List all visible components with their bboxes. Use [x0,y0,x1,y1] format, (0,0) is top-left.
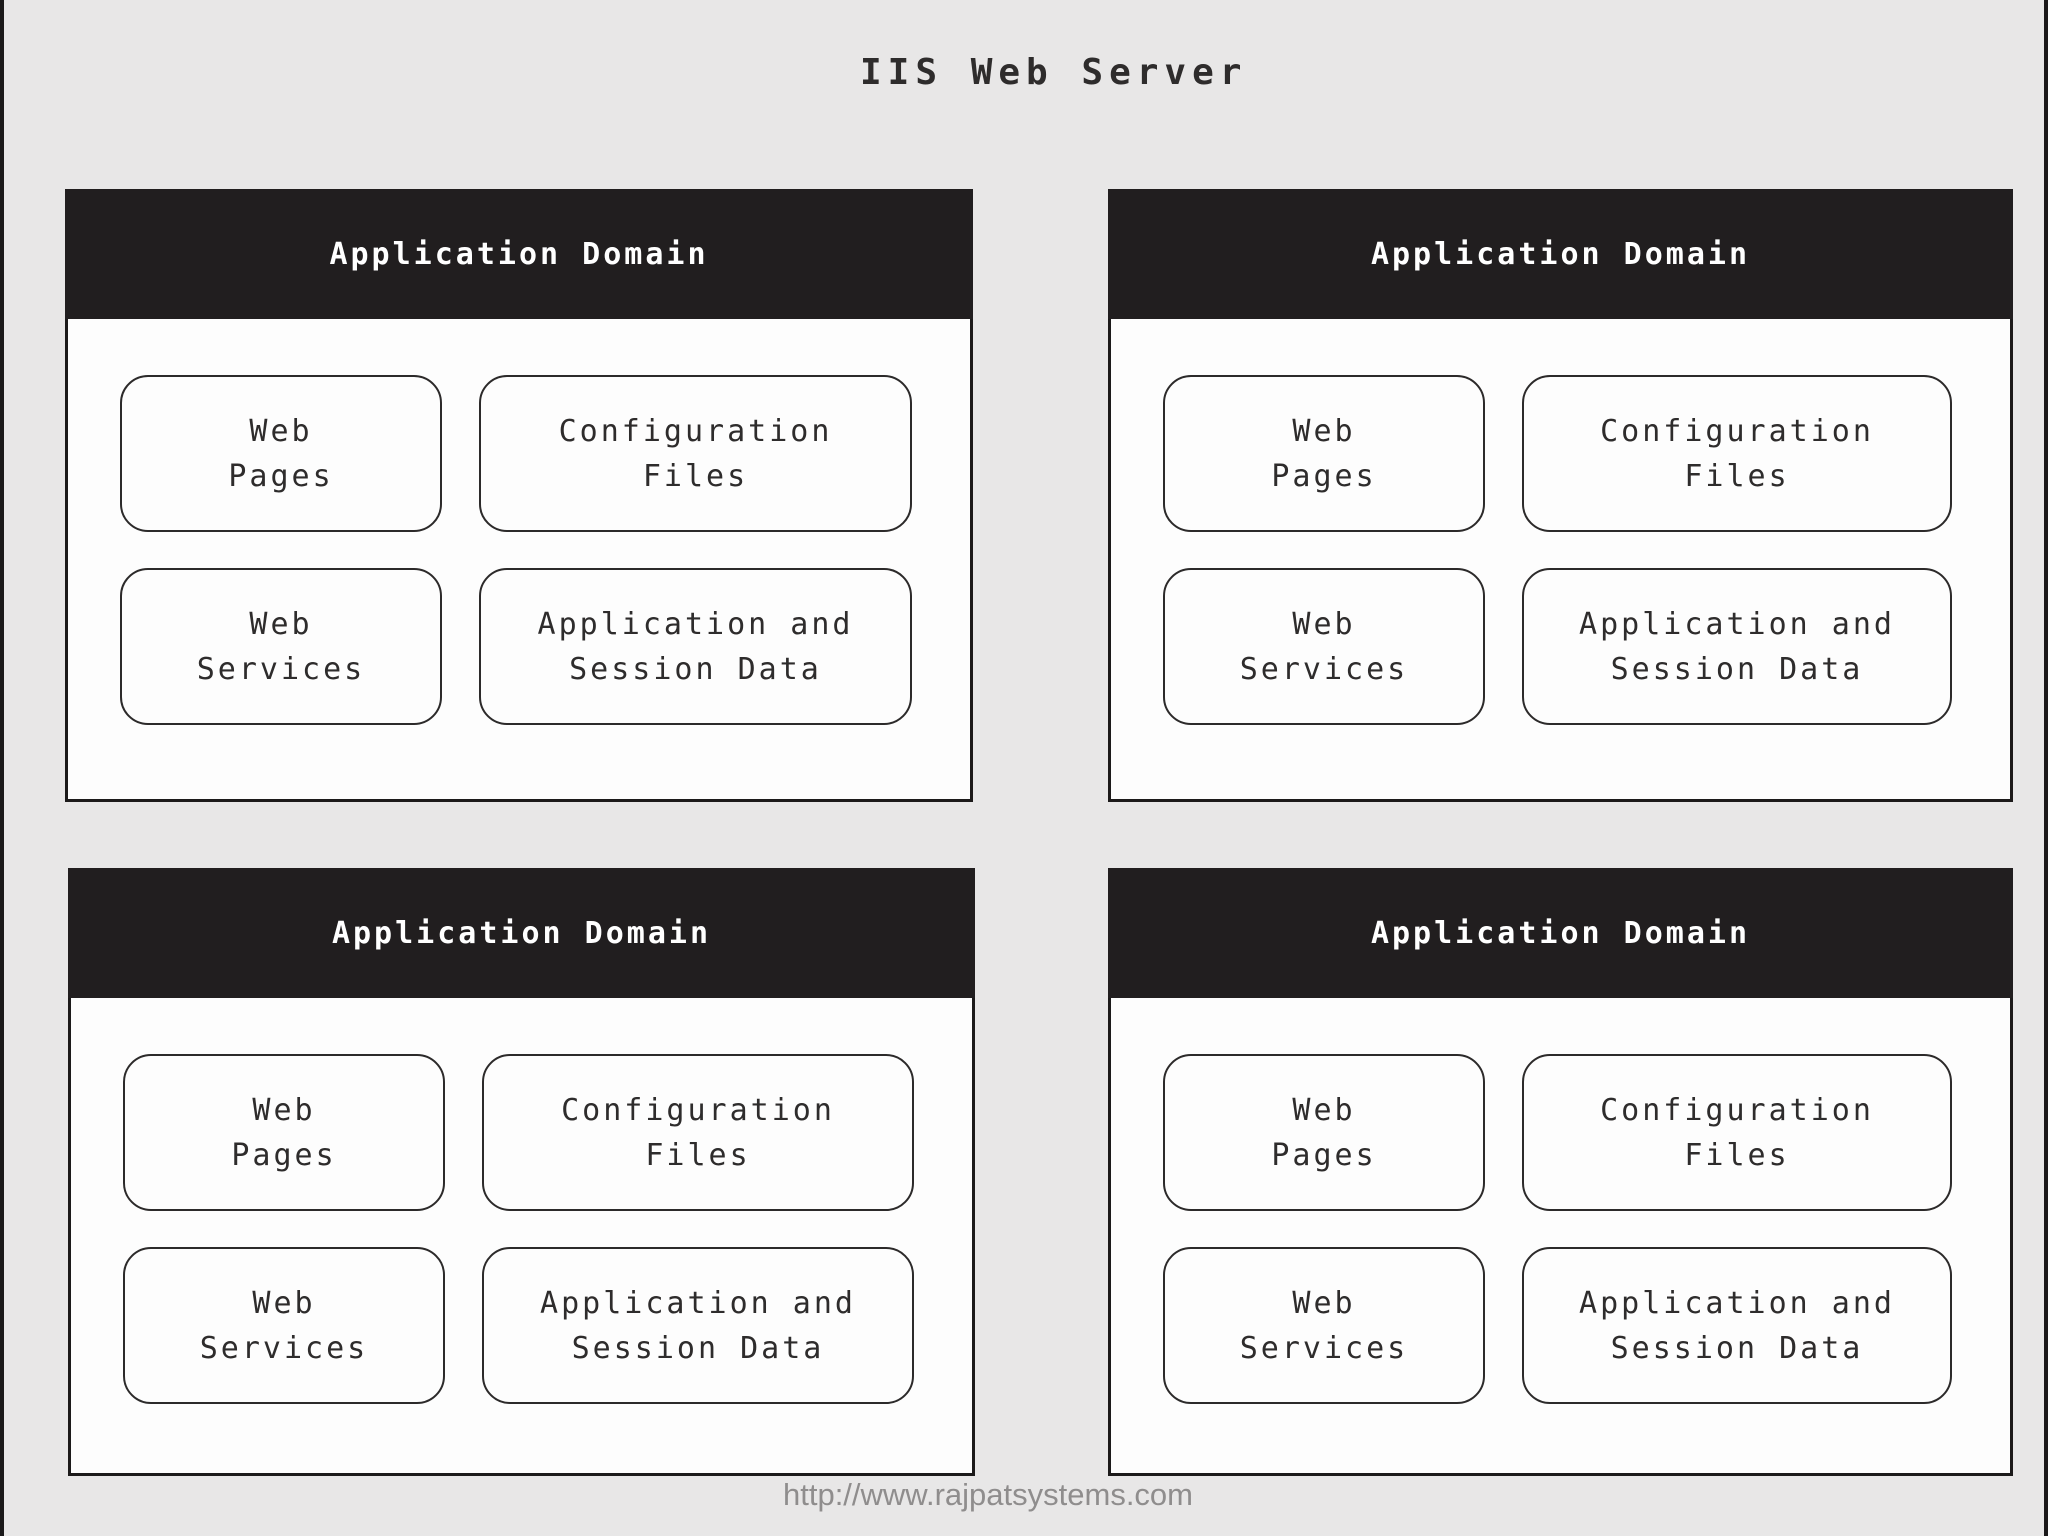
application-domain-2: Application Domain Web Pages Configurati… [1108,189,2013,802]
component-box-label: Web Pages [231,1092,337,1173]
application-domain-label: Application Domain [331,915,712,951]
component-box-label: Application and Session Data [1579,1285,1895,1366]
component-box-configuration-files: Configuration Files [479,375,912,532]
application-domain-3-header: Application Domain [68,868,975,998]
component-box-label: Configuration Files [1600,1092,1874,1173]
component-box-web-services: Web Services [120,568,442,725]
application-domain-3: Application Domain Web Pages Configurati… [68,868,975,1476]
component-box-label: Web Pages [1271,413,1377,494]
component-box-label: Web Services [196,606,366,687]
component-box-label: Web Services [1239,1285,1409,1366]
component-box-application-session-data: Application and Session Data [1522,568,1952,725]
component-box-web-pages: Web Pages [123,1054,445,1211]
application-domain-label: Application Domain [1370,915,1751,951]
component-box-application-session-data: Application and Session Data [482,1247,914,1404]
application-domain-4: Application Domain Web Pages Configurati… [1108,868,2013,1476]
application-domain-label: Application Domain [329,236,709,272]
component-box-web-services: Web Services [1163,568,1485,725]
application-domain-1-header: Application Domain [65,189,973,319]
application-domain-1-body: Web Pages Configuration Files Web Servic… [68,319,970,799]
application-domain-label: Application Domain [1370,236,1751,272]
component-box-web-pages: Web Pages [1163,375,1485,532]
component-box-label: Application and Session Data [540,1285,856,1366]
application-domain-4-header: Application Domain [1108,868,2013,998]
component-box-label: Application and Session Data [1579,606,1895,687]
component-box-label: Web Services [199,1285,369,1366]
component-box-label: Application and Session Data [537,606,854,687]
component-box-label: Configuration Files [1600,413,1874,494]
component-box-configuration-files: Configuration Files [1522,375,1952,532]
component-box-label: Configuration Files [561,1092,835,1173]
application-domain-4-body: Web Pages Configuration Files Web Servic… [1111,998,2010,1473]
footer-website-url: http://www.rajpatsystems.com [782,1477,1194,1512]
component-box-label: Web Services [1239,606,1409,687]
application-domain-2-header: Application Domain [1108,189,2013,319]
component-box-web-services: Web Services [1163,1247,1485,1404]
application-domain-2-body: Web Pages Configuration Files Web Servic… [1111,319,2010,799]
diagram-title: IIS Web Server [860,52,1248,93]
component-box-application-session-data: Application and Session Data [479,568,912,725]
left-border-line [0,0,4,1536]
component-box-web-pages: Web Pages [120,375,442,532]
component-box-label: Configuration Files [558,413,833,494]
component-box-configuration-files: Configuration Files [482,1054,914,1211]
component-box-web-services: Web Services [123,1247,445,1404]
component-box-label: Web Pages [1271,1092,1377,1173]
application-domain-1: Application Domain Web Pages Configurati… [65,189,973,802]
component-box-configuration-files: Configuration Files [1522,1054,1952,1211]
component-box-application-session-data: Application and Session Data [1522,1247,1952,1404]
component-box-web-pages: Web Pages [1163,1054,1485,1211]
application-domain-3-body: Web Pages Configuration Files Web Servic… [71,998,972,1473]
component-box-label: Web Pages [228,413,334,494]
right-border-line [2044,0,2048,1536]
